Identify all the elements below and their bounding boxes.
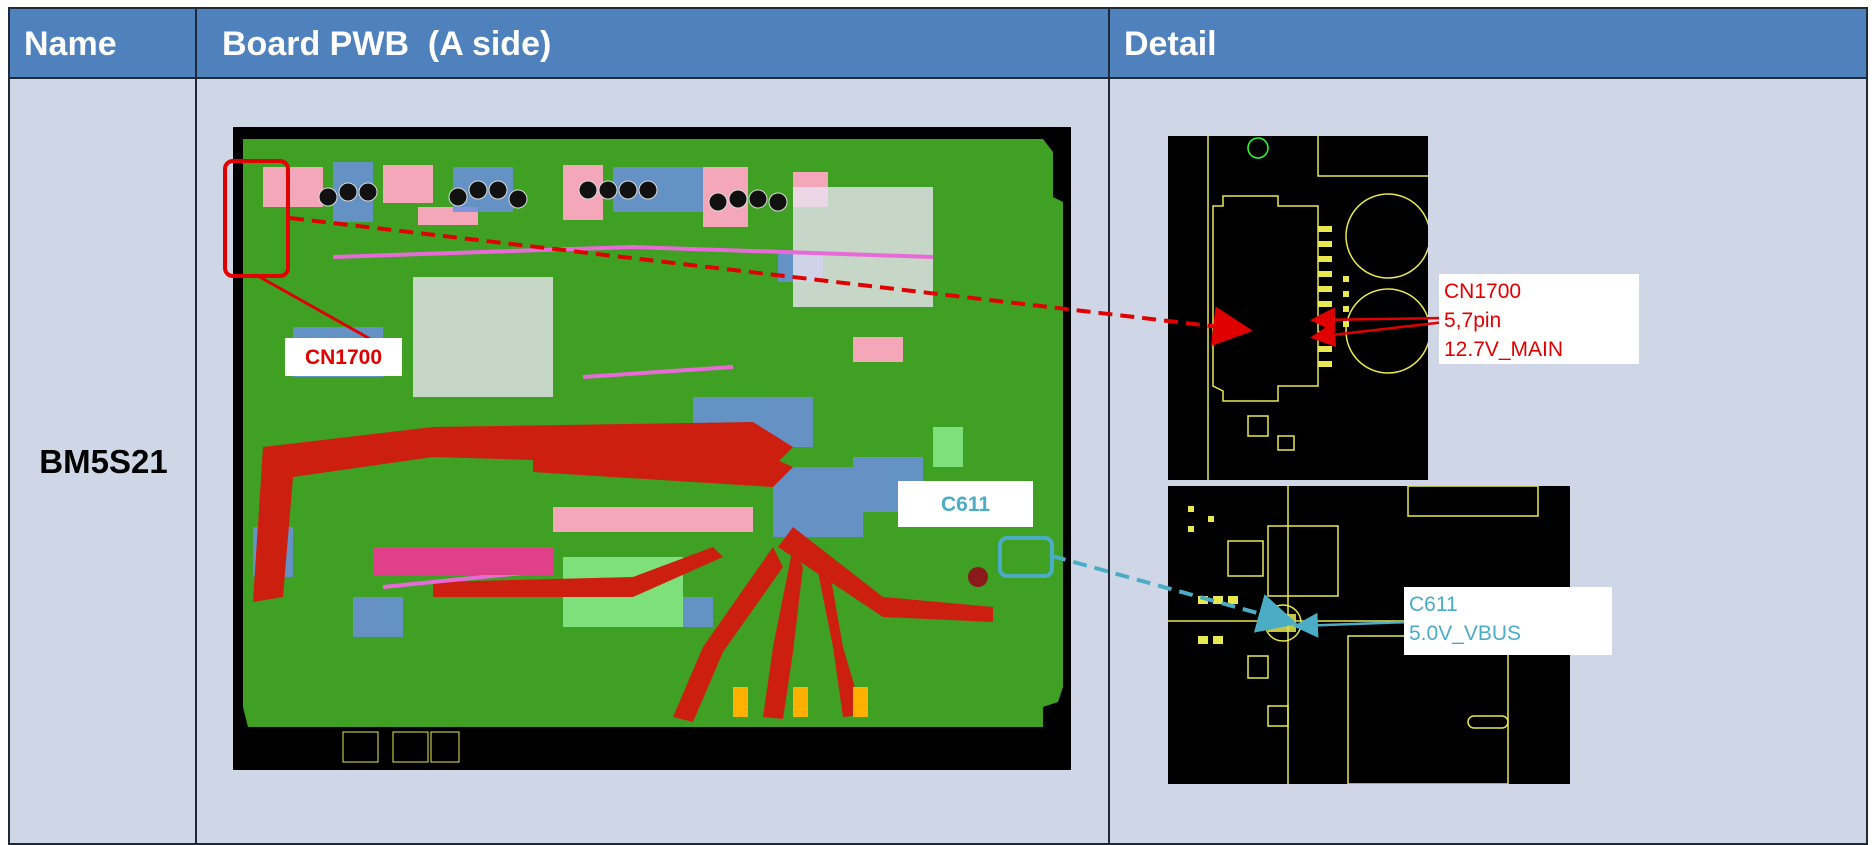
cn1700-detail-line: CN1700 <box>1444 280 1522 303</box>
column-divider <box>195 79 197 843</box>
cn1700-detail-image <box>1168 136 1428 480</box>
cn1700-detail-line: 12.7V_MAIN <box>1444 338 1564 361</box>
c611-detail-line: 5.0V_VBUS <box>1409 622 1522 645</box>
column-divider <box>1108 79 1110 843</box>
c611-detail-label: C611 5.0V_VBUS <box>1404 587 1612 655</box>
header-board-pwb: Board PWB (A side) <box>197 9 1110 79</box>
cn1700-board-label: CN1700 <box>285 338 402 376</box>
cn1700-detail-label: CN1700 5,7pin 12.7V_MAIN <box>1439 274 1639 364</box>
pcb-board-image <box>233 127 1071 770</box>
model-name: BM5S21 <box>39 443 168 480</box>
c611-board-label: C611 <box>898 481 1033 527</box>
c611-detail-line: C611 <box>1409 593 1458 616</box>
header-detail: Detail <box>1110 9 1866 79</box>
cn1700-detail-line: 5,7pin <box>1444 309 1502 332</box>
header-name: Name <box>10 9 197 79</box>
